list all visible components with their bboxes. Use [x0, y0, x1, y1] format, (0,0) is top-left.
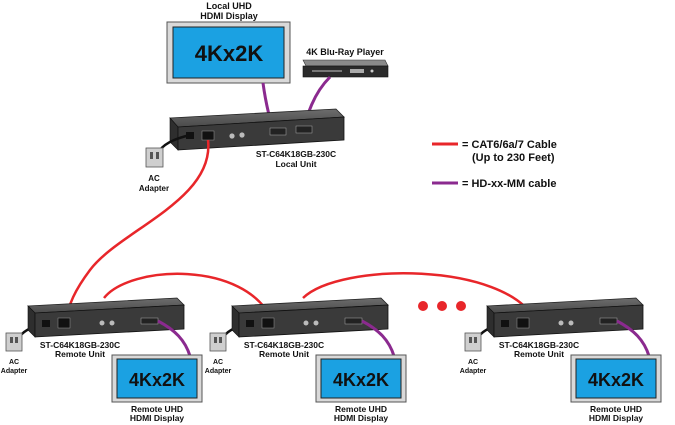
remote-ac-adapter: AC Adapter [460, 332, 487, 375]
local-display-title-line1: Local UHD [206, 1, 252, 11]
cat-cable-remote2-to-remote3 [302, 272, 537, 321]
local-hdmi-out-port [269, 127, 287, 136]
cat-cable-remote1-to-remote2 [103, 272, 274, 321]
plug-icon [464, 332, 482, 352]
remote-display-line1: Remote UHD [335, 404, 387, 414]
remote-ac-adapter: AC Adapter [1, 332, 28, 375]
remote-unit-model: ST-C64K18GB-230C [499, 340, 579, 350]
local-hdmi-in-port [295, 125, 313, 134]
cat-cable-local-to-remote1 [64, 139, 210, 323]
continuation-dots [418, 301, 466, 311]
remote-hdmi-port [344, 317, 363, 325]
local-ac-label-line2: Adapter [139, 184, 169, 193]
remote-unit-role: Remote Unit [55, 349, 105, 359]
legend-cat-line1: = CAT6/6a/7 Cable [462, 139, 557, 151]
local-unit-role: Local Unit [275, 159, 316, 169]
remote-ac-label-line2: Adapter [1, 368, 28, 375]
remote-display-line1: Remote UHD [590, 404, 642, 414]
remote-display-line2: HDMI Display [589, 413, 644, 423]
remote-power-port [246, 320, 254, 327]
local-ac-adapter: AC Adapter [139, 147, 169, 193]
remote-unit-role: Remote Unit [259, 349, 309, 359]
remote-ac-label-line1: AC [213, 359, 223, 366]
remote-display-screen-text: 4Kx2K [129, 370, 185, 390]
remote-power-port [42, 320, 50, 327]
bluray-label: 4K Blu-Ray Player [306, 47, 384, 57]
remote-display-screen-text: 4Kx2K [588, 370, 644, 390]
local-unit: ST-C64K18GB-230C Local Unit [169, 108, 345, 169]
local-ac-label-line1: AC [148, 174, 160, 183]
remote-ac-label-line1: AC [468, 359, 478, 366]
remote-rj45-port [516, 317, 530, 329]
plug-icon [209, 332, 227, 352]
remote-ac-label-line1: AC [9, 359, 19, 366]
hdmi-cable-remote-1 [157, 319, 192, 357]
local-display-screen-text: 4Kx2K [195, 41, 264, 66]
bluray-player: 4K Blu-Ray Player [302, 47, 389, 78]
remote-ac-adapter: AC Adapter [205, 332, 232, 375]
remote-display-line2: HDMI Display [130, 413, 185, 423]
remote-hdmi-port [599, 317, 618, 325]
hdmi-cable-remote-3 [616, 319, 651, 357]
remote-ac-label-line2: Adapter [205, 368, 232, 375]
remote-rj45-port [57, 317, 71, 329]
remote-display-line2: HDMI Display [334, 413, 389, 423]
legend-cat-line2: (Up to 230 Feet) [472, 152, 555, 164]
local-uhd-display: Local UHD HDMI Display 4Kx2K [166, 1, 291, 84]
remote-hdmi-port [140, 317, 159, 325]
remote-rj45-port [261, 317, 275, 329]
hdmi-cable-remote-2 [361, 319, 396, 357]
remote-power-port [501, 320, 509, 327]
remote-display-line1: Remote UHD [131, 404, 183, 414]
remote-ac-label-line2: Adapter [460, 368, 487, 375]
plug-icon [145, 147, 164, 168]
local-unit-model: ST-C64K18GB-230C [256, 149, 336, 159]
plug-icon [5, 332, 23, 352]
remote-unit-role: Remote Unit [514, 349, 564, 359]
remote-unit-model: ST-C64K18GB-230C [40, 340, 120, 350]
local-display-title-line2: HDMI Display [200, 11, 258, 21]
legend-hdmi-line: = HD-xx-MM cable [462, 178, 556, 190]
remote-display-screen-text: 4Kx2K [333, 370, 389, 390]
legend: = CAT6/6a/7 Cable (Up to 230 Feet) = HD-… [432, 139, 557, 190]
local-rj45-port [201, 130, 215, 141]
remote-unit-model: ST-C64K18GB-230C [244, 340, 324, 350]
